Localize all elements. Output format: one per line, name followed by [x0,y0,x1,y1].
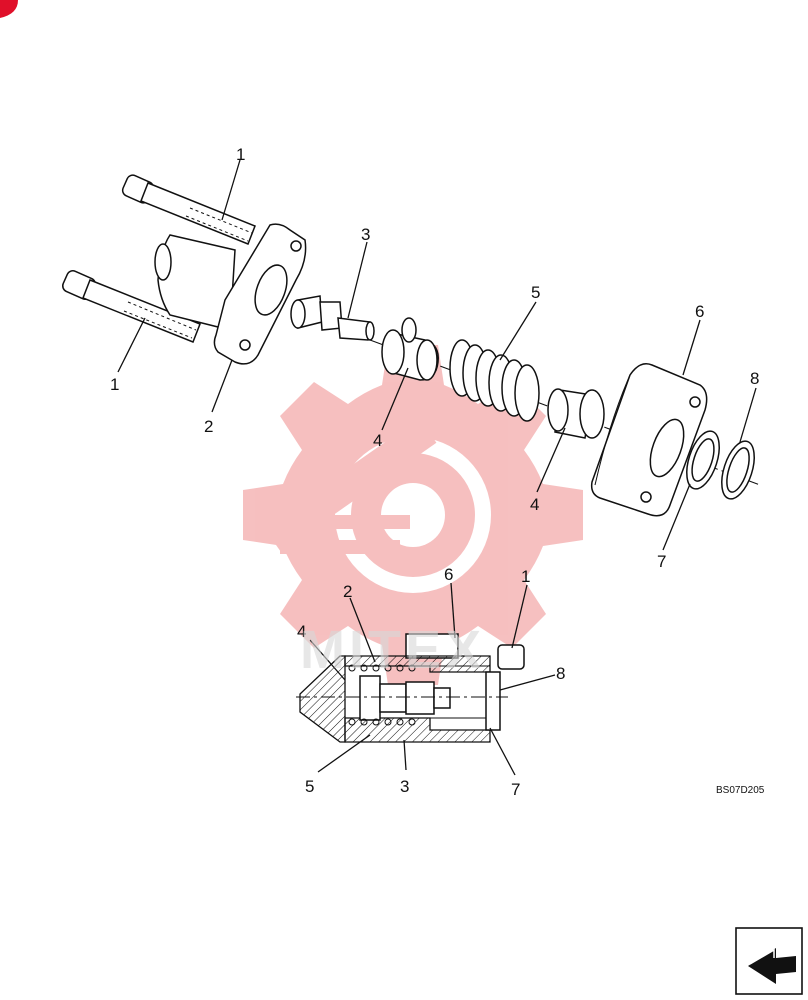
callout-bolt-lower: 1 [110,375,119,394]
watermark-logo-icon [243,345,583,685]
drawing-code: BS07D205 [716,785,765,796]
leader-lines-exploded [117,159,757,551]
callout-body: 2 [204,417,213,436]
callout-spring: 5 [531,283,540,302]
valve-body [154,223,307,365]
bolt-lower [61,270,201,343]
spool [290,295,375,341]
callouts-exploded: 1 1 2 3 4 5 4 6 7 8 [110,145,759,571]
callout-retainer-left: 4 [373,431,382,450]
callout-cover: 6 [695,302,704,321]
callout-section-washer: 8 [556,664,565,683]
callout-section-bolt: 1 [521,567,530,586]
callout-section-body: 2 [343,582,352,601]
bolt-upper [121,174,256,245]
callout-section-cover: 6 [444,565,453,584]
callout-section-spring: 5 [305,777,314,796]
corner-mark [0,0,18,18]
spring-retainer-right [547,388,605,439]
end-cover [590,363,708,517]
callout-bolt-upper: 1 [236,145,245,164]
callout-section-retainer: 4 [297,622,306,641]
nav-arrow-button[interactable] [735,927,803,995]
callouts-section: 2 6 1 4 8 5 3 7 [297,565,565,799]
callout-section-o-ring: 7 [511,780,520,799]
callout-o-ring: 7 [657,552,666,571]
callout-washer: 8 [750,369,759,388]
section-view [296,633,525,743]
callout-section-spool: 3 [400,777,409,796]
o-ring [686,430,720,490]
spring [449,339,540,422]
leader-lines-section [309,582,556,776]
washer [721,440,755,500]
watermark-text: MITEX [300,620,485,680]
spring-retainer-left [381,317,439,381]
arrow-left-icon [748,948,796,984]
callout-spool: 3 [361,225,370,244]
spring-coils-section [348,664,416,726]
callout-retainer-right: 4 [530,495,539,514]
